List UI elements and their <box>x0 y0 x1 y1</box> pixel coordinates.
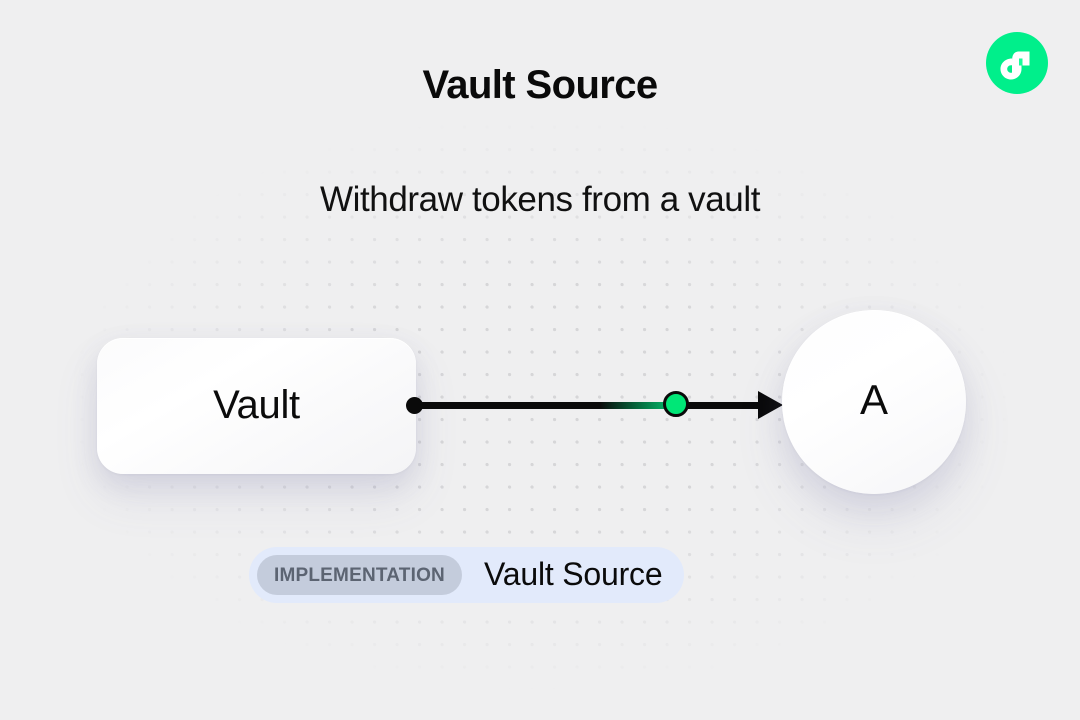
graph-node-a[interactable]: A <box>782 310 966 494</box>
page-title: Vault Source <box>422 63 658 107</box>
token-flow-dot <box>663 391 689 417</box>
graph-node-a-label: A <box>859 376 888 423</box>
page-subtitle: Withdraw tokens from a vault <box>319 180 761 219</box>
edge-line <box>414 402 769 409</box>
flow-logo-icon <box>986 32 1048 94</box>
graph-node-vault[interactable]: Vault <box>97 338 416 474</box>
graph-node-vault-label: Vault <box>213 383 300 427</box>
implementation-chip-label: IMPLEMENTATION <box>274 564 445 586</box>
edge-line-token-trail <box>600 402 670 409</box>
edge-source-dot[interactable] <box>406 397 423 414</box>
implementation-badge: IMPLEMENTATION Vault Source <box>249 547 685 603</box>
flow-logo-svg <box>986 32 1048 94</box>
edge-arrowhead-icon <box>758 391 783 419</box>
implementation-name: Vault Source <box>483 556 663 592</box>
implementation-chip: IMPLEMENTATION <box>257 555 462 595</box>
